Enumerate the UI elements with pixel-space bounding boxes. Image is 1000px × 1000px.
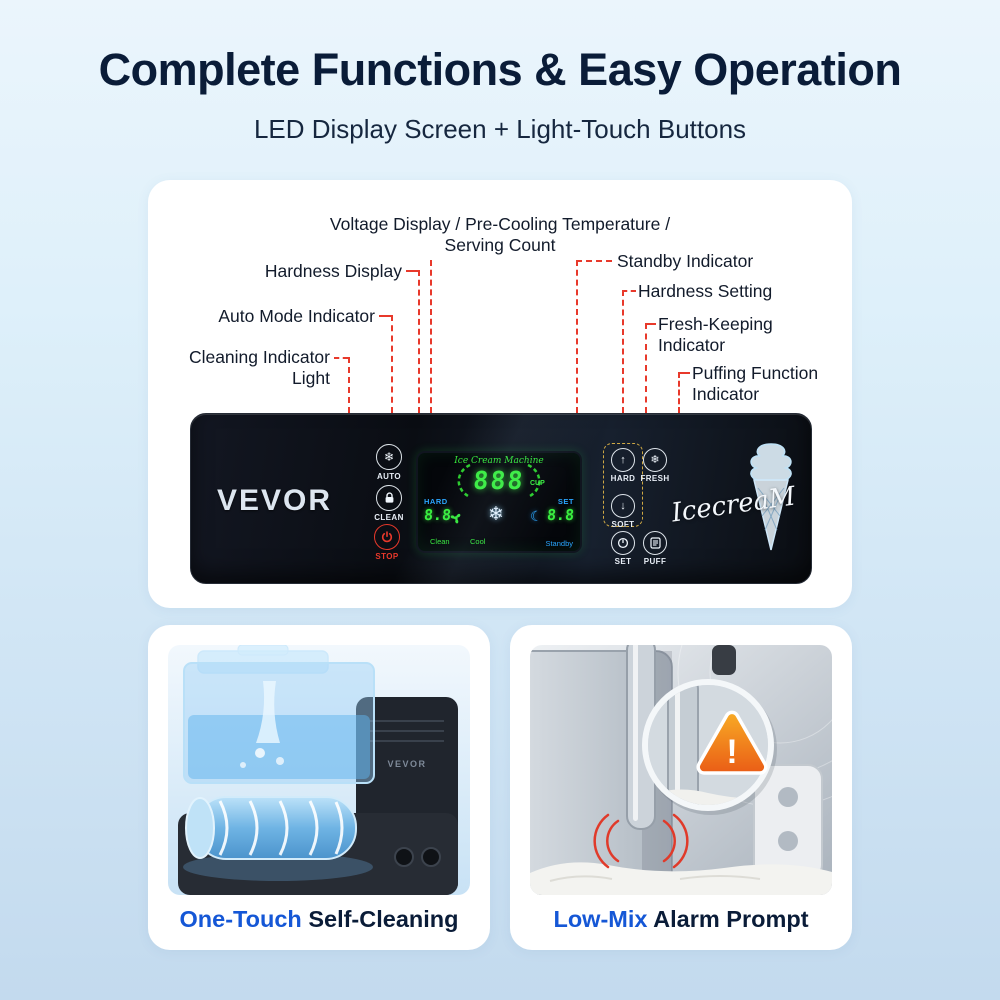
display-set-label: SET — [557, 497, 574, 506]
leader-line-auto-h — [379, 315, 391, 317]
callout-puff-line1: Puffing Function — [692, 363, 819, 383]
leader-line-hardness-setting-v — [622, 290, 624, 413]
dial-icon — [611, 531, 635, 555]
brand-logo: VEVOR — [217, 484, 333, 517]
ice-cream-cone-graphic — [750, 443, 792, 551]
hard-button-label: HARD — [610, 474, 636, 483]
display-cup-label: CUP — [530, 480, 545, 487]
machine-brand-label: VEVOR — [387, 759, 426, 769]
arrow-up-icon: ↑ — [611, 448, 635, 472]
leader-line-fresh-h — [645, 323, 656, 325]
leader-line-fresh-v — [645, 323, 647, 413]
leader-line-puff-v — [678, 372, 680, 413]
clean-button: CLEAN — [365, 485, 413, 522]
low-mix-card: ! Low-Mix Alarm Prompt — [510, 625, 852, 950]
alarm-exclamation: ! — [726, 733, 737, 771]
low-mix-caption-rest: Alarm Prompt — [647, 906, 809, 932]
callout-fresh-keeping: Fresh-Keeping Indicator — [658, 314, 828, 356]
leader-line-auto-v — [391, 315, 393, 413]
hardness-setting-highlight-box — [603, 443, 643, 527]
display-cool-label: Cool — [470, 537, 486, 546]
callout-voltage-line1: Voltage Display / Pre-Cooling Temperatur… — [329, 214, 671, 234]
display-set-readout: SET 8.8 — [546, 497, 575, 525]
callout-fresh-line1: Fresh-Keeping — [658, 314, 773, 334]
self-cleaning-caption-highlight: One-Touch — [179, 906, 302, 932]
clean-button-label: CLEAN — [374, 513, 404, 522]
stop-button: STOP — [363, 524, 411, 561]
callout-puffing: Puffing Function Indicator — [692, 363, 862, 405]
fresh-button: ❄ FRESH — [631, 448, 679, 483]
self-cleaning-caption-rest: Self-Cleaning — [301, 906, 459, 932]
display-standby-label: Standby — [545, 539, 573, 548]
low-mix-photo: ! — [530, 645, 832, 895]
display-script-title: Ice Cream Machine — [454, 456, 544, 466]
set-button-label: SET — [614, 557, 632, 566]
leader-line-standby-h — [576, 260, 612, 262]
hard-button: ↑ HARD — [599, 448, 647, 483]
display-set-value: 8.8 — [546, 506, 575, 524]
puff-button: PUFF — [631, 531, 679, 566]
set-button: SET — [599, 531, 647, 566]
callout-auto-mode: Auto Mode Indicator — [218, 306, 375, 326]
callout-cleaning-line2: Light — [292, 368, 330, 388]
stop-button-label: STOP — [375, 552, 399, 561]
self-cleaning-card: VEVOR One-T — [148, 625, 490, 950]
power-icon — [374, 524, 400, 550]
display-gauge-arcs — [457, 463, 541, 499]
self-cleaning-photo: VEVOR — [168, 645, 470, 895]
cool-snowflake-icon: ❄ — [488, 504, 504, 525]
arrow-down-icon: ↓ — [611, 494, 635, 518]
callout-puff-line2: Indicator — [692, 384, 760, 404]
callout-voltage-line2: Serving Count — [444, 235, 556, 255]
standby-moon-icon: ☾ — [530, 508, 543, 524]
self-cleaning-caption: One-Touch Self-Cleaning — [148, 906, 490, 933]
leader-line-cleaning-h — [334, 357, 348, 359]
panel-feature-card: Voltage Display / Pre-Cooling Temperatur… — [148, 180, 852, 608]
leader-line-puff-h — [678, 372, 690, 374]
display-main-digits: 888 — [472, 466, 526, 495]
auto-button: ❄ AUTO — [365, 444, 413, 481]
low-mix-caption-highlight: Low-Mix — [553, 906, 648, 932]
leader-line-voltage — [430, 260, 432, 413]
leader-line-hardness-display-v — [418, 270, 420, 413]
leader-line-hardness-display-h — [406, 270, 418, 272]
lock-icon — [376, 485, 402, 511]
led-display: Ice Cream Machine 888 CUP HARD 8.8 SET 8… — [416, 451, 582, 553]
page-title: Complete Functions & Easy Operation — [98, 44, 902, 95]
auto-button-label: AUTO — [376, 472, 402, 481]
display-hard-label: HARD — [424, 497, 448, 506]
display-clean-label: Clean — [430, 537, 450, 546]
snowflake-icon: ❄ — [376, 444, 402, 470]
puff-button-label: PUFF — [643, 557, 667, 566]
document-icon — [643, 531, 667, 555]
leader-line-hardness-setting-h — [622, 290, 636, 292]
leader-line-standby-v — [576, 260, 578, 413]
callout-standby: Standby Indicator — [617, 251, 754, 271]
callout-voltage-display: Voltage Display / Pre-Cooling Temperatur… — [280, 214, 720, 256]
fresh-button-label: FRESH — [640, 474, 670, 483]
fresh-snowflake-icon: ❄ — [643, 448, 667, 472]
soft-button: ↓ SOFT — [599, 494, 647, 529]
low-mix-caption: Low-Mix Alarm Prompt — [510, 906, 852, 933]
callout-cleaning-line1: Cleaning Indicator — [188, 347, 330, 367]
callout-hardness-display: Hardness Display — [264, 261, 402, 281]
fan-icon — [450, 513, 461, 524]
warning-icon: ! — [696, 710, 768, 775]
control-panel: VEVOR ❄ AUTO CLEAN STOP — [190, 413, 812, 584]
callout-hardness-setting: Hardness Setting — [638, 281, 773, 301]
display-hard-readout: HARD 8.8 — [423, 497, 452, 525]
callout-cleaning-indicator: Cleaning Indicator Light — [175, 347, 330, 389]
callout-fresh-line2: Indicator — [658, 335, 726, 355]
soft-button-label: SOFT — [611, 520, 635, 529]
page-subtitle: LED Display Screen + Light-Touch Buttons — [253, 114, 747, 144]
leader-line-cleaning-v — [348, 357, 350, 413]
